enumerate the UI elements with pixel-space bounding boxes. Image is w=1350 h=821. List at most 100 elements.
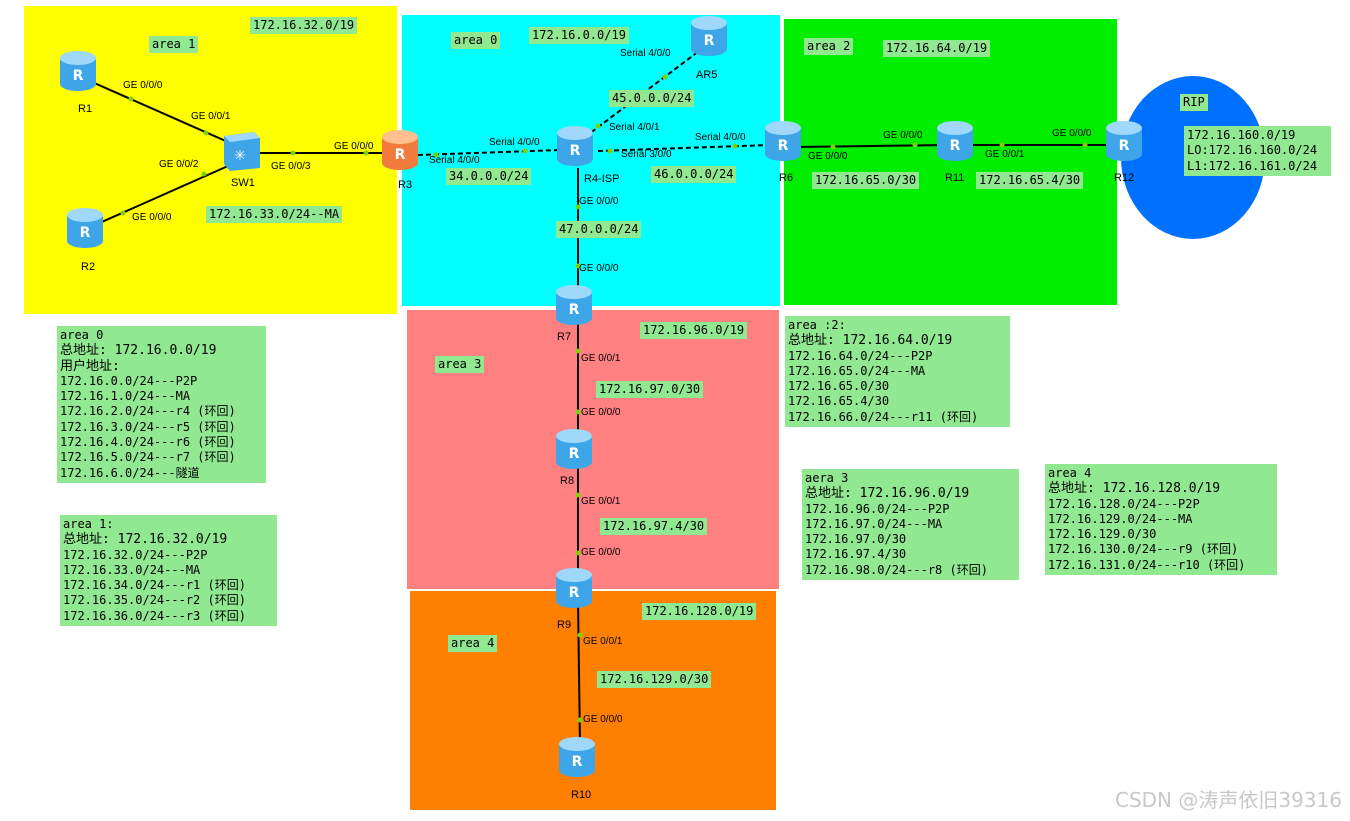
device-name-r1: R1 [78,103,93,115]
area-3-label: area 3 [435,356,485,373]
area-1-net: 172.16.32.0/19 [250,17,358,34]
router-r7-icon[interactable]: R [555,284,593,326]
port-r6-s400: Serial 4/0/0 [695,132,746,143]
svg-text:R: R [73,68,84,84]
port-dot [577,632,583,638]
port-dot [575,492,581,498]
link-label-34: 34.0.0.0/24 [446,168,532,185]
note-line: 总地址: 172.16.128.0/19 [1048,481,1221,497]
svg-text:R: R [395,147,406,163]
note-line: 172.16.5.0/24---r7 (环回) [60,450,236,465]
router-r8-icon[interactable]: R [555,428,593,470]
router-r10-icon[interactable]: R [558,736,596,778]
rip-info-line: L1:172.16.161.0/24 [1187,158,1318,173]
area-2-net: 172.16.64.0/19 [883,40,991,57]
port-dot [433,152,439,158]
router-r9-icon[interactable]: R [555,567,593,609]
port-ar5-s400: Serial 4/0/0 [620,48,671,59]
port-sw1-g001: GE 0/0/1 [191,111,231,122]
note-line: area :2: [788,318,846,332]
area-0-net: 172.16.0.0/19 [529,27,629,44]
port-dot [732,143,738,149]
link-label-47: 47.0.0.0/24 [556,221,642,238]
port-dot [522,148,528,154]
port-dot [595,123,601,129]
svg-text:R: R [569,302,580,318]
port-r7-g001: GE 0/0/1 [581,353,621,364]
area-4-net: 172.16.128.0/19 [642,603,757,620]
router-r11-icon[interactable]: R [936,120,974,162]
port-r9-g001: GE 0/0/1 [583,636,623,647]
port-dot [1082,142,1088,148]
port-dot [912,142,918,148]
port-dot [662,74,668,80]
note-line: 172.16.97.0/30 [805,532,907,547]
note-line: 172.16.64.0/24---P2P [788,348,933,363]
note-line: 总地址: 172.16.64.0/19 [788,333,953,349]
svg-text:R: R [704,33,715,49]
router-r3-icon[interactable]: R [380,128,420,172]
port-dot [575,409,581,415]
link-r6-r11 [794,144,951,148]
port-dot [201,171,207,177]
note-line: 172.16.98.0/24---r8 (环回) [805,562,988,577]
port-dot [575,263,581,269]
port-sw1-g002: GE 0/0/2 [159,159,199,170]
note-line: 172.16.33.0/24---MA [63,562,201,577]
svg-text:R: R [778,138,789,154]
svg-text:✳: ✳ [234,148,246,164]
device-name-sw1: SW1 [231,177,255,189]
port-dot [363,150,369,156]
link-label-129: 172.16.129.0/30 [597,671,712,688]
port-dot [290,150,296,156]
device-name-r4: R4-ISP [584,173,620,185]
note-line: 172.16.65.0/30 [788,379,890,394]
link-label-ma33: 172.16.33.0/24--MA [206,206,343,223]
area-2-notes: area :2: 总地址: 172.16.64.0/19 172.16.64.0… [785,316,1010,428]
link-label-45: 45.0.0.0/24 [609,90,695,107]
note-line: 172.16.65.0/24---MA [788,363,926,378]
port-r6-g000: GE 0/0/0 [808,151,848,162]
note-line: 总地址: 172.16.96.0/19 [805,486,970,502]
link-r1-sw1 [91,81,238,147]
svg-text:R: R [572,754,583,770]
area-1-notes: area 1: 总地址: 172.16.32.0/19 172.16.32.0/… [60,515,277,627]
area-2-region [784,19,1117,305]
router-r4-isp-icon[interactable]: R [556,125,594,167]
port-r4-g000: GE 0/0/0 [579,196,619,207]
note-line: 172.16.6.0/24---隧道 [60,465,200,480]
port-r10-g000: GE 0/0/0 [583,714,623,725]
svg-text:R: R [950,138,961,154]
router-r2-icon[interactable]: R [66,207,104,249]
port-r2-g000: GE 0/0/0 [132,212,172,223]
note-line: aera 3 [805,471,849,485]
port-dot [607,148,613,154]
rip-info-box: 172.16.160.0/19 LO:172.16.160.0/24 L1:17… [1184,126,1331,176]
port-r4-s401: Serial 4/0/1 [609,122,660,133]
note-line: area 1: [63,517,114,531]
note-line: area 0 [60,328,104,342]
rip-info-line: 172.16.160.0/19 [1187,128,1296,142]
device-name-r6: R6 [779,172,794,184]
area-0-label: area 0 [451,32,501,49]
router-r12-icon[interactable]: R [1105,120,1143,162]
link-r9-r10 [577,599,581,746]
note-line: 172.16.66.0/24---r11 (环回) [788,409,979,424]
port-r3-g000: GE 0/0/0 [334,141,374,152]
switch-sw1-icon[interactable]: ✳ [220,128,262,172]
link-r2-sw1 [94,161,238,226]
port-dot [575,550,581,556]
port-r4-s300: Serial 3/0/0 [621,149,672,160]
port-r8-g000: GE 0/0/0 [581,407,621,418]
router-r6-icon[interactable]: R [764,120,802,162]
port-dot [577,717,583,723]
router-ar5-icon[interactable]: R [690,15,728,57]
device-name-r11: R11 [945,172,965,184]
port-r4-s400a: Serial 4/0/0 [489,137,540,148]
router-r1-icon[interactable]: R [59,50,97,92]
port-sw1-g003: GE 0/0/3 [271,161,311,172]
area-3-notes: aera 3 总地址: 172.16.96.0/19 172.16.96.0/2… [802,469,1019,581]
port-dot [128,96,134,102]
svg-text:R: R [569,446,580,462]
